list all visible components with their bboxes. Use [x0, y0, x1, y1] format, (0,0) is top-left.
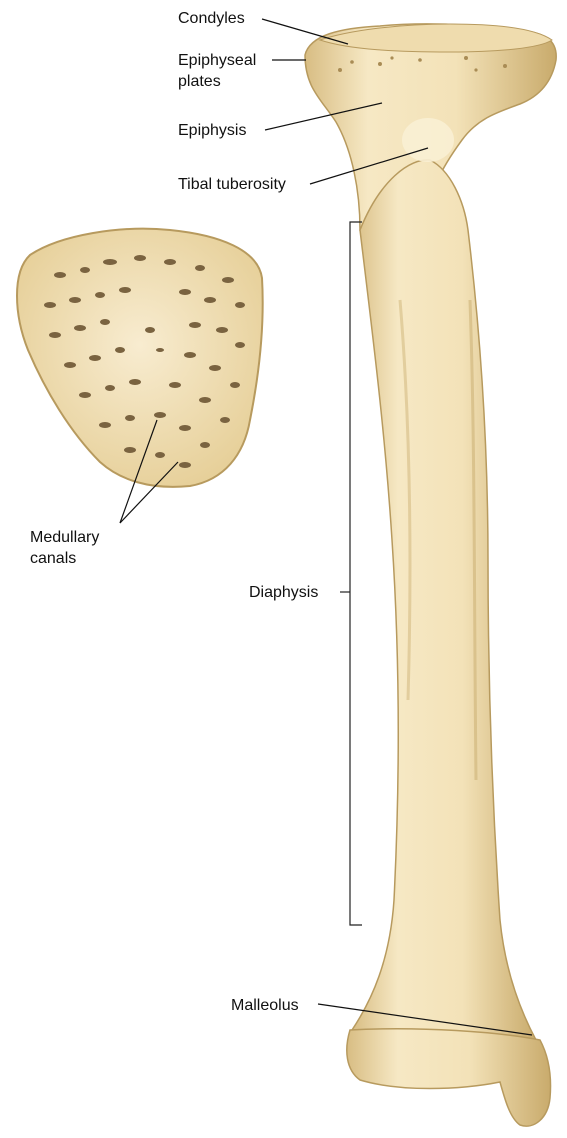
label-malleolus: Malleolus [231, 995, 299, 1016]
label-condyles: Condyles [178, 8, 245, 29]
label-epiphyseal-plates-line2: plates [178, 71, 256, 92]
diaphysis-bracket [340, 222, 362, 925]
label-epiphyseal-plates-line1: Epiphyseal [178, 50, 256, 71]
label-medullary-canals: Medullary canals [30, 527, 99, 569]
tibia-bone [305, 24, 556, 1126]
distal-epiphysis [347, 1029, 551, 1126]
label-tibal-tuberosity: Tibal tuberosity [178, 174, 286, 195]
label-medullary-canals-line2: canals [30, 548, 99, 569]
label-epiphysis: Epiphysis [178, 120, 246, 141]
label-diaphysis: Diaphysis [249, 582, 318, 603]
bone-cross-section [17, 229, 263, 487]
label-epiphyseal-plates: Epiphyseal plates [178, 50, 256, 92]
cross-section-outline [17, 229, 263, 487]
diaphysis-shaft [352, 160, 536, 1040]
tuberosity-highlight [402, 118, 454, 162]
label-medullary-canals-line1: Medullary [30, 527, 99, 548]
